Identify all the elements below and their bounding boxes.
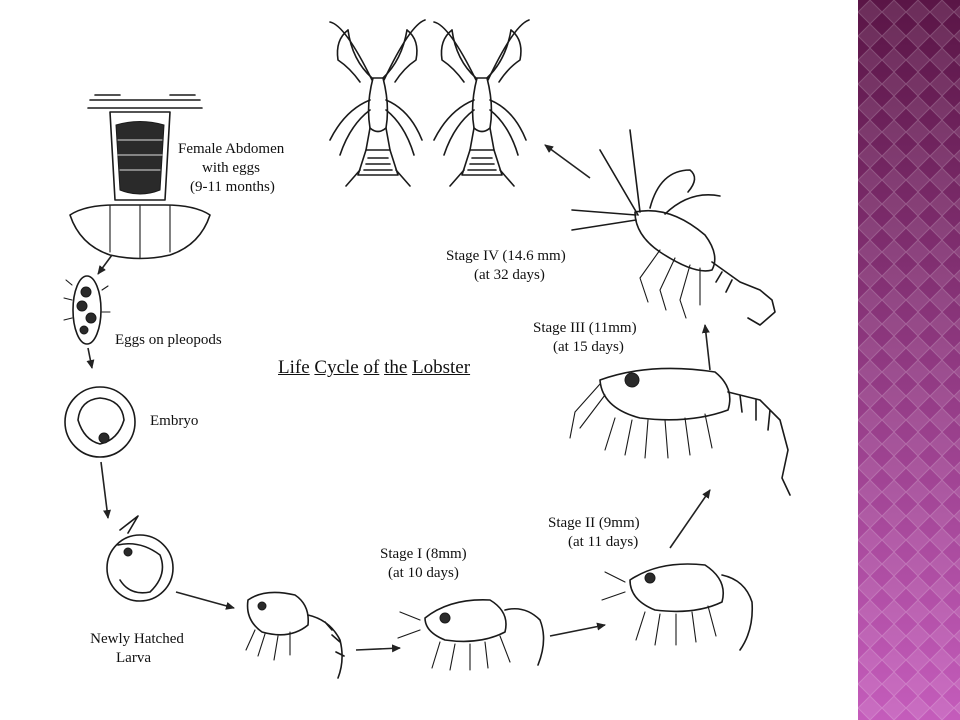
title-word-4: the xyxy=(384,357,408,378)
title-word-2: Cycle xyxy=(314,357,359,378)
label-stage-3-size: Stage III (11mm) xyxy=(533,320,637,336)
label-stage-1-size: Stage I (8mm) xyxy=(380,546,467,562)
stage-2-larva-illustration xyxy=(601,563,754,651)
label-newly-hatched-larva: Newly Hatched Larva xyxy=(82,630,192,668)
label-female-abdomen-line-3: (9-11 months) xyxy=(190,179,275,195)
title-word-1: Life xyxy=(278,357,310,378)
label-stage-1: Stage I (8mm) (at 10 days) xyxy=(380,545,467,583)
lobster-life-cycle-diagram: Female Abdomen with eggs (9-11 months) E… xyxy=(63,19,791,679)
label-stage-4: Stage IV (14.6 mm) (at 32 days) xyxy=(446,247,566,285)
label-stage-3-age: (at 15 days) xyxy=(553,339,624,355)
label-female-abdomen-line-2: with eggs xyxy=(202,160,260,176)
label-stage-1-age: (at 10 days) xyxy=(388,565,459,581)
stage-1-larva-illustration xyxy=(397,599,545,671)
label-female-abdomen-line-1: Female Abdomen xyxy=(178,141,285,157)
label-stage-4-size: Stage IV (14.6 mm) xyxy=(446,248,566,264)
newly-hatched-larva-illustration xyxy=(106,515,174,602)
label-embryo: Embryo xyxy=(150,413,199,429)
label-larva-line-1: Newly Hatched xyxy=(90,631,184,647)
title-word-5: Lobster xyxy=(412,357,471,378)
label-stage-4-age: (at 32 days) xyxy=(474,267,545,283)
label-stage-3: Stage III (11mm) (at 15 days) xyxy=(533,319,637,357)
title-word-3: of xyxy=(363,357,380,378)
eggs-on-pleopods-illustration xyxy=(63,275,111,345)
diagram-illustration xyxy=(63,19,791,679)
embryo-illustration xyxy=(64,386,136,458)
label-eggs-on-pleopods: Eggs on pleopods xyxy=(115,332,222,348)
cycle-arrows xyxy=(86,144,711,653)
label-stage-2-size: Stage II (9mm) xyxy=(548,515,640,531)
female-abdomen-illustration xyxy=(69,94,211,260)
stage-3-larva-illustration xyxy=(569,367,791,496)
label-female-abdomen: Female Abdomen with eggs (9-11 months) xyxy=(178,140,284,197)
adult-lobster-left xyxy=(329,19,426,187)
decorative-side-panel xyxy=(858,0,960,720)
label-larva-line-2: Larva xyxy=(116,650,151,666)
side-panel-pattern xyxy=(858,0,960,720)
diagram-title: Life Cycle of the Lobster xyxy=(278,357,470,379)
stage-4-lobster-illustration xyxy=(571,129,776,326)
larva-illustration xyxy=(245,591,345,679)
label-stage-2-age: (at 11 days) xyxy=(568,534,639,550)
adult-lobster-right xyxy=(433,19,530,187)
label-stage-2: Stage II (9mm) (at 11 days) xyxy=(548,514,640,552)
